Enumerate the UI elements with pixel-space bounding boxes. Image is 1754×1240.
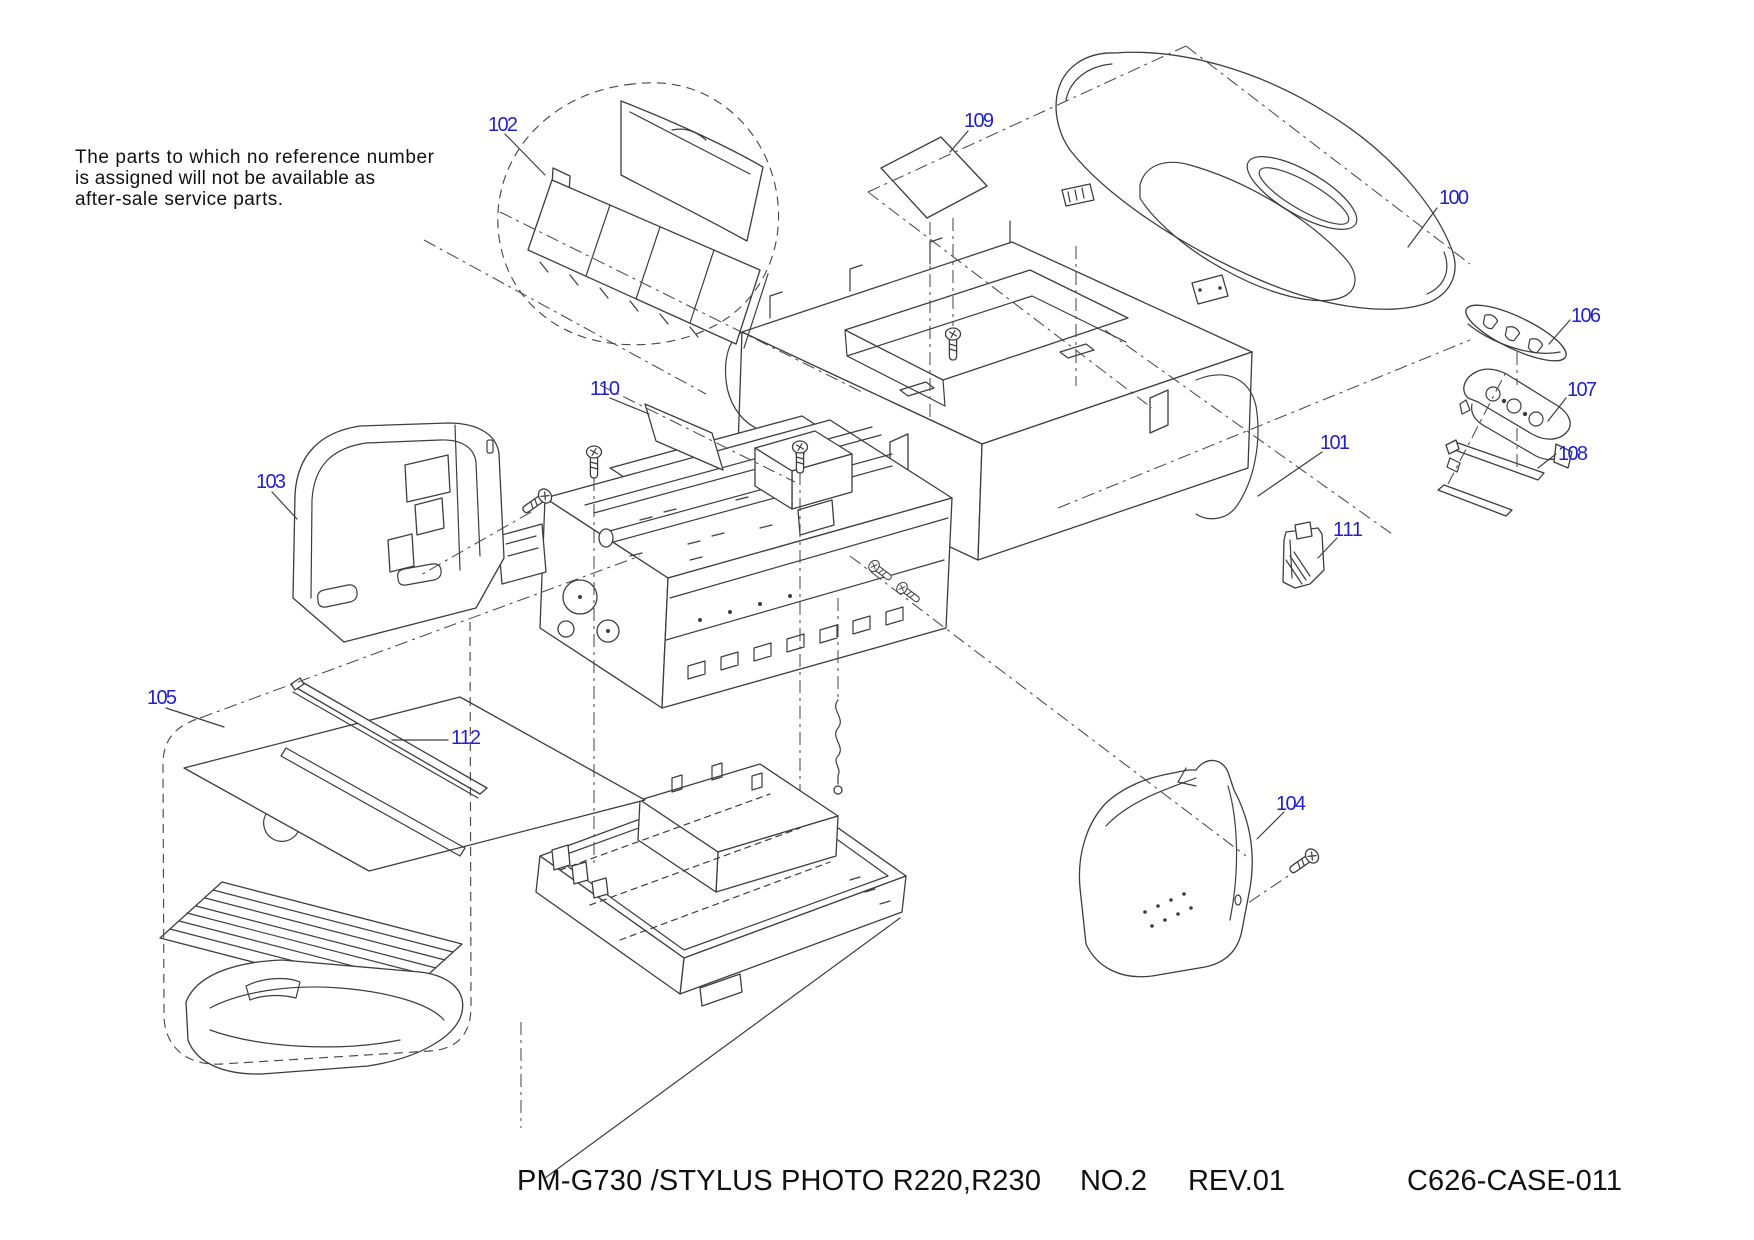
part-102-drawing <box>527 100 769 349</box>
part-label-107: 107 <box>1567 379 1597 401</box>
part-label-100: 100 <box>1439 187 1469 209</box>
part-108-drawing <box>1437 439 1545 517</box>
part-label-111: 111 <box>1333 519 1363 541</box>
part-109-drawing <box>880 136 988 219</box>
footer-document-code: C626-CASE-011 <box>1407 1165 1622 1197</box>
footer-revision: REV.01 <box>1188 1165 1285 1197</box>
service-note-line-3: after-sale service parts. <box>75 189 283 210</box>
footer-sheet-number: NO.2 <box>1080 1165 1147 1197</box>
leader-102 <box>504 133 546 176</box>
part-label-106: 106 <box>1571 305 1601 327</box>
print-mechanism-drawing <box>497 415 953 795</box>
screw-icon <box>1285 845 1322 878</box>
service-note: The parts to which no reference number i… <box>75 147 435 210</box>
footer-caption: PM-G730 /STYLUS PHOTO R220,R230 NO.2 REV… <box>517 1165 1622 1197</box>
part-107-drawing <box>1459 368 1573 469</box>
leader-lines <box>165 130 1571 840</box>
part-110-drawing <box>644 403 724 471</box>
leader-106 <box>1548 319 1571 345</box>
part-112-drawing <box>290 677 488 799</box>
part-label-110: 110 <box>590 378 620 400</box>
leader-109 <box>949 130 969 153</box>
part-label-109: 109 <box>964 110 994 132</box>
leader-108 <box>1537 453 1557 469</box>
leader-104 <box>1256 811 1285 840</box>
part-label-108: 108 <box>1558 443 1588 465</box>
leader-107 <box>1547 397 1567 422</box>
leader-101 <box>1257 451 1323 497</box>
lower-base-drawing <box>535 762 907 1007</box>
part-106-drawing <box>1465 304 1567 362</box>
leader-103 <box>271 491 298 520</box>
part-100-drawing <box>1055 51 1456 310</box>
part-label-102: 102 <box>488 114 518 136</box>
part-103-drawing <box>292 422 505 643</box>
part-111-drawing <box>1282 521 1325 589</box>
footer-model: PM-G730 /STYLUS PHOTO R220,R230 <box>517 1165 1041 1197</box>
part-label-112: 112 <box>451 727 481 749</box>
leader-100 <box>1407 207 1438 248</box>
leader-111 <box>1317 537 1338 559</box>
part-label-101: 101 <box>1320 432 1350 454</box>
reference-labels: 100 101 102 103 104 105 106 107 108 109 … <box>147 110 1601 815</box>
service-note-line-2: is assigned will not be available as <box>75 168 375 189</box>
part-104-drawing <box>1078 759 1253 978</box>
part-label-105: 105 <box>147 687 177 709</box>
part-label-103: 103 <box>256 471 286 493</box>
screw-icon <box>585 445 603 479</box>
part-105-drawing <box>159 696 646 1075</box>
leader-105 <box>165 707 225 728</box>
leader-110 <box>609 397 650 415</box>
service-note-line-1: The parts to which no reference number <box>75 147 435 168</box>
part-label-104: 104 <box>1276 793 1306 815</box>
